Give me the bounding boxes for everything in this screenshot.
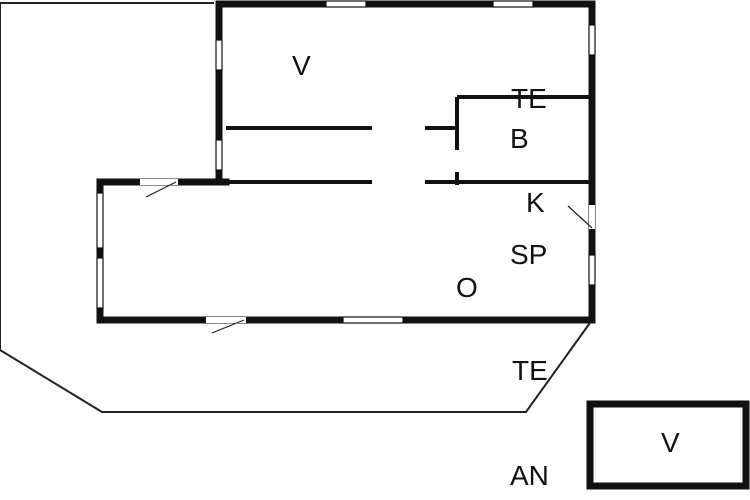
door-swing-lower-left [211,319,245,334]
room-label-v-upper: V [292,50,311,81]
annex-building [586,400,750,490]
doors [140,179,595,334]
terrace-outline [0,2,593,413]
room-label-te-upper: TE [511,83,547,114]
door-opening-upper-left [140,179,178,185]
room-label-b: B [510,123,529,154]
room-label-an: AN [510,460,549,491]
door-opening-right [589,205,595,229]
interior-walls [226,95,592,185]
windows [96,0,596,324]
door-swing-right [567,205,593,229]
room-label-v-annex: V [661,427,680,458]
door-opening-lower-left [206,317,246,323]
room-label-k: K [526,187,545,218]
room-label-te-lower: TE [512,355,548,386]
door-swing-upper-left [145,181,177,198]
house-walls [96,0,596,324]
room-label-sp: SP [510,239,547,270]
room-label-o: O [456,272,478,303]
